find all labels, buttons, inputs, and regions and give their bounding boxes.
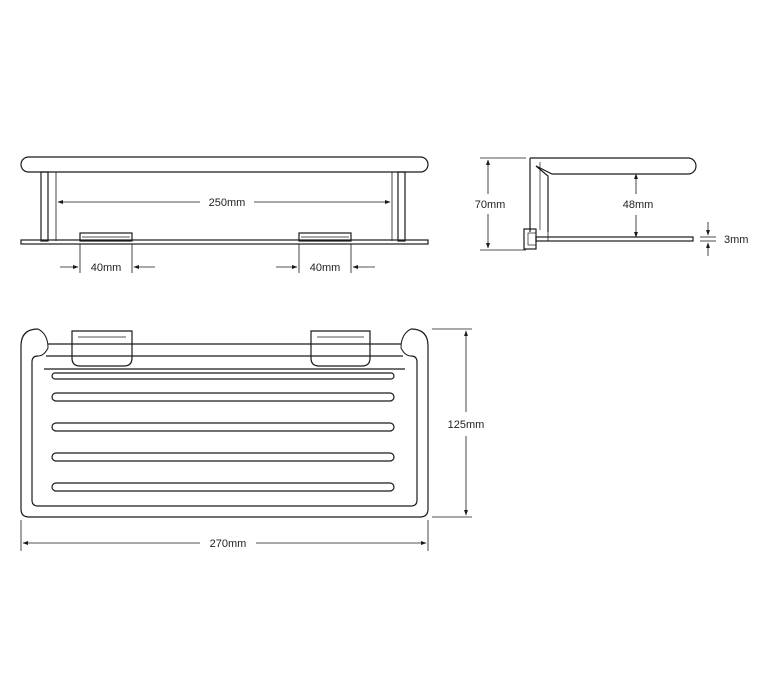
top-slot <box>51 452 395 462</box>
side-height-label: 70mm <box>475 199 506 211</box>
front-left-post <box>40 171 49 242</box>
top-slot <box>51 372 395 380</box>
top-left-bracket <box>71 330 133 367</box>
front-left-bracket <box>79 232 133 242</box>
side-thickness-label: 3mm <box>724 234 748 246</box>
side-gap-label: 48mm <box>623 199 654 211</box>
top-width-label: 270mm <box>210 538 247 550</box>
side-view <box>523 157 697 250</box>
front-dimension-250 <box>55 172 393 241</box>
front-width-label: 250mm <box>209 197 246 209</box>
top-inner-frame <box>31 355 418 507</box>
side-shelf-plate <box>535 236 694 242</box>
top-depth-label: 125mm <box>448 419 485 431</box>
top-right-bracket <box>310 330 371 367</box>
top-dimension-125 <box>432 328 472 518</box>
front-right-bracket <box>298 232 352 242</box>
side-top-arm <box>530 157 697 175</box>
front-right-post <box>397 171 406 242</box>
top-outer-frame <box>20 328 429 518</box>
side-dimension-3 <box>700 222 716 256</box>
front-dimension-right-bracket <box>276 244 375 273</box>
top-dimension-270 <box>20 520 429 551</box>
top-view <box>20 328 429 518</box>
front-left-bracket-label: 40mm <box>91 262 122 274</box>
front-view <box>20 156 429 245</box>
front-dimension-left-bracket <box>60 244 155 273</box>
top-slot <box>51 422 395 432</box>
front-shelf-base <box>20 239 429 245</box>
top-slot <box>51 482 395 492</box>
front-right-bracket-label: 40mm <box>310 262 341 274</box>
front-top-rail <box>20 156 429 173</box>
top-slot <box>51 392 395 402</box>
side-dimension-70 <box>480 157 526 251</box>
